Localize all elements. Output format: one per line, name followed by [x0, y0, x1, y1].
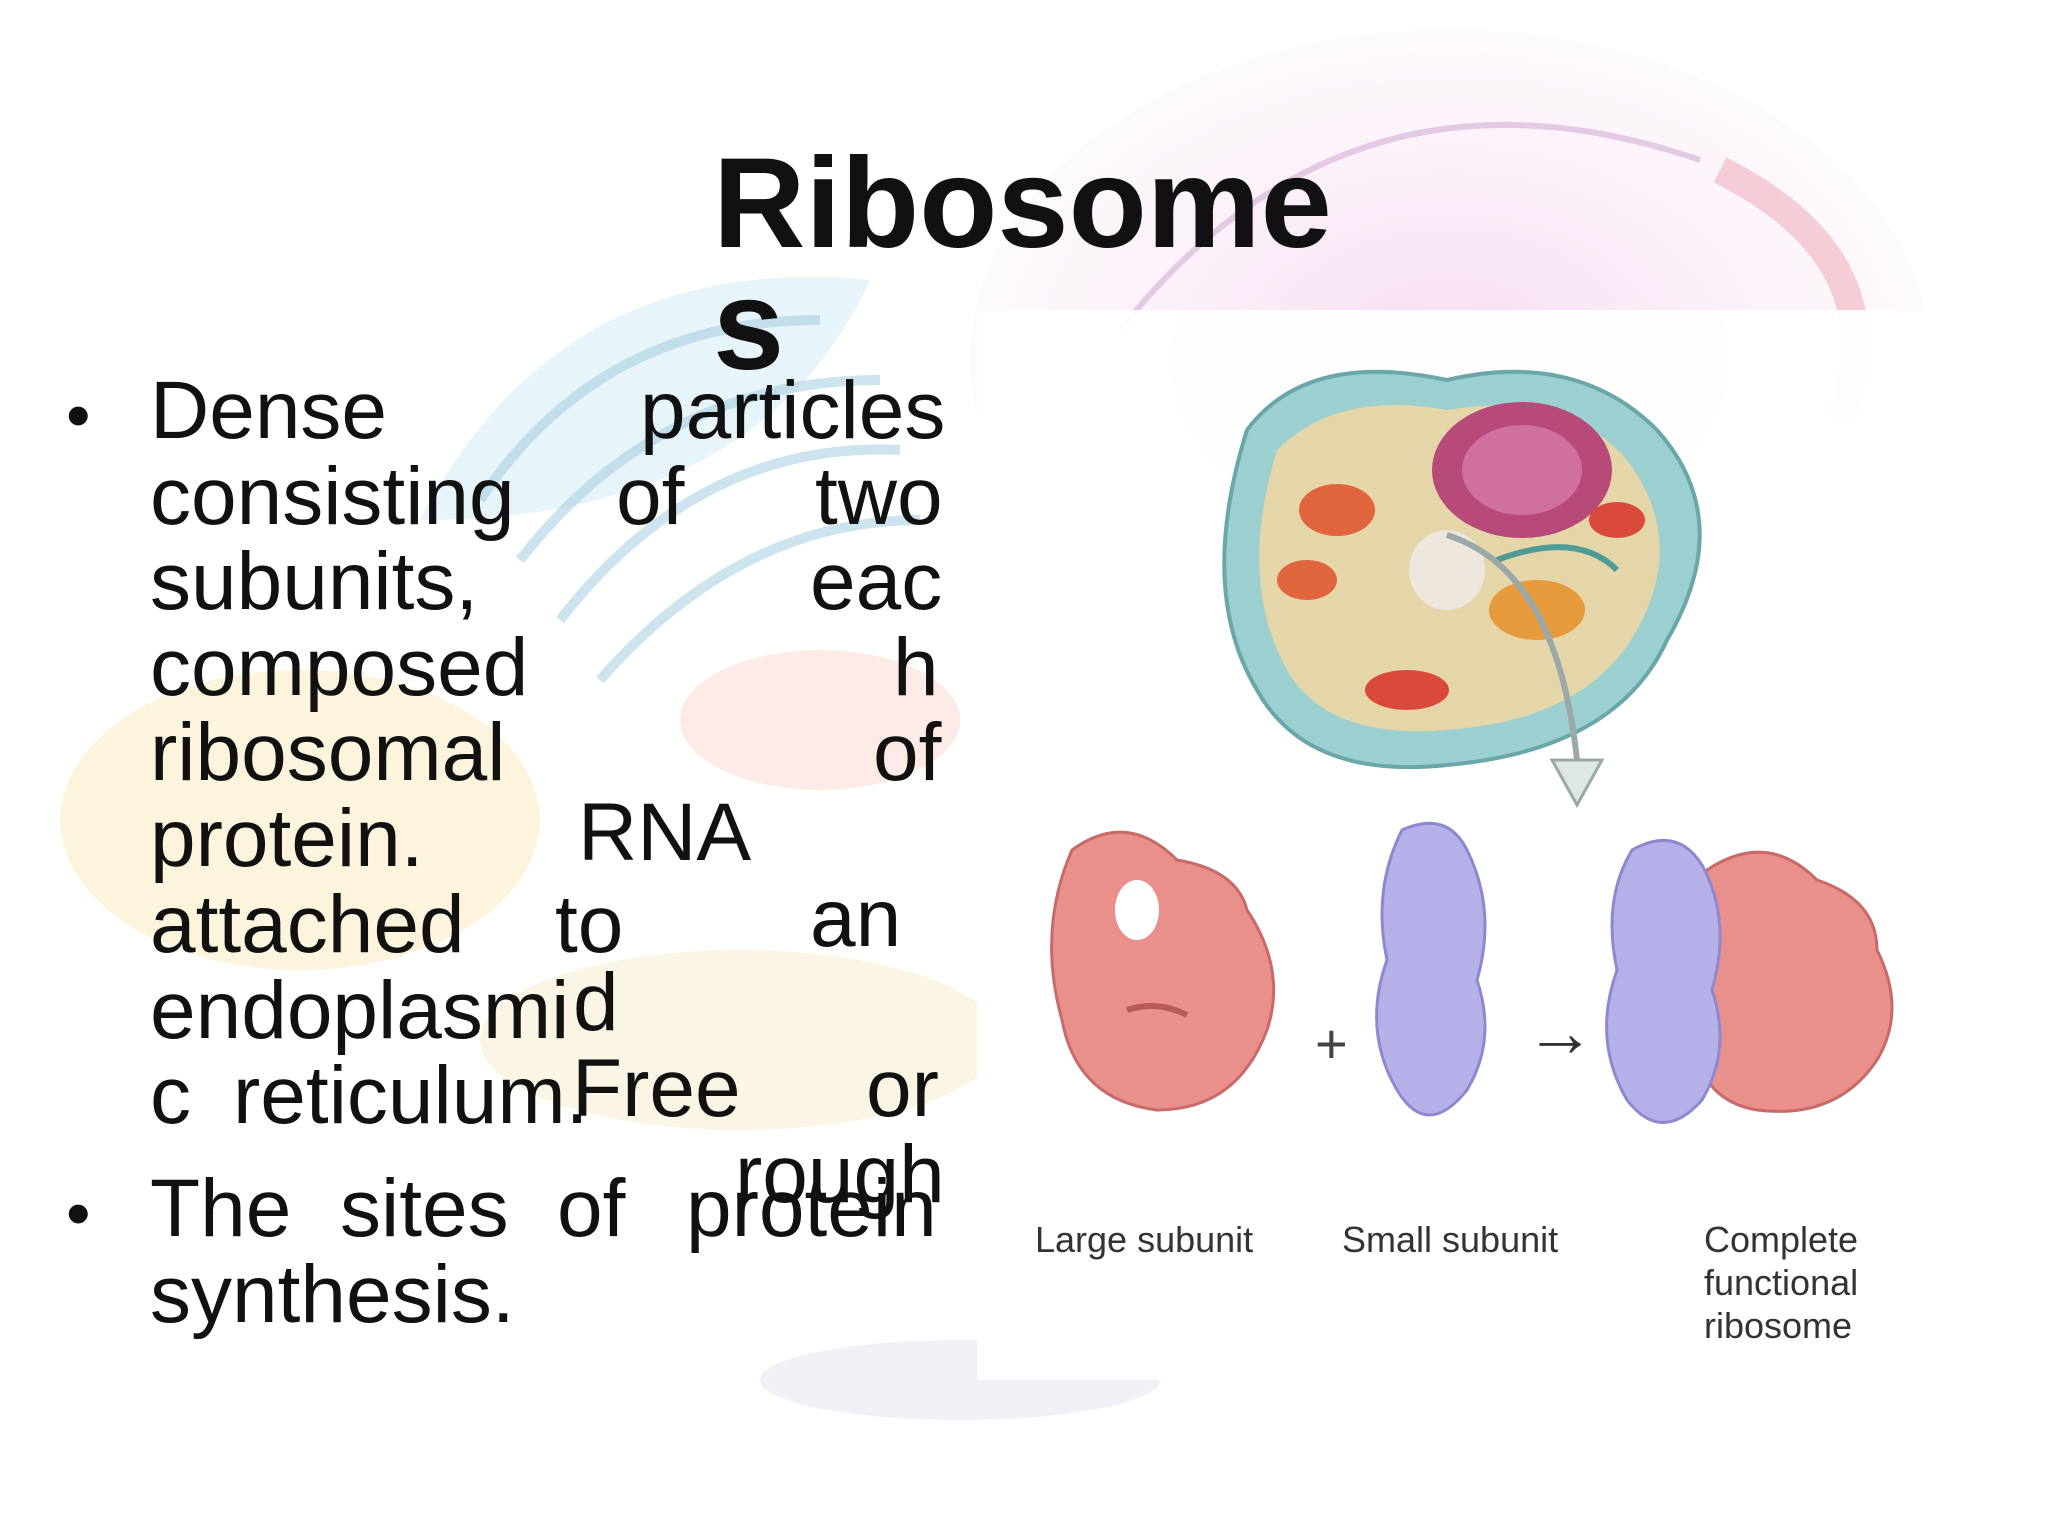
bullet1-word: to — [555, 879, 624, 970]
caption-small-subunit: Small subunit — [1342, 1219, 1559, 1260]
caption-complete-line3: ribosome — [1704, 1305, 1853, 1346]
bullet1-word: Free — [572, 1043, 741, 1134]
bullet1-word: c — [150, 1050, 191, 1141]
ribosome-figure: + → Large subunit Small subunit Complete… — [977, 310, 2027, 1380]
bullet2-word: sites — [340, 1163, 509, 1254]
bullet1-word: composed — [150, 622, 529, 713]
bullet1-word: h — [893, 622, 939, 713]
bullet1-word: eac — [810, 536, 943, 627]
bullet1-word: protein. — [150, 793, 424, 884]
bullet2-word: of — [557, 1163, 626, 1254]
bullet1-word: of — [616, 451, 685, 542]
caption-complete-line2: functional — [1704, 1262, 1859, 1303]
bullet-marker-2: • — [66, 1174, 91, 1252]
bullet1-word: particles — [640, 365, 946, 456]
bullet1-word: rough — [735, 1129, 945, 1220]
slide-title-line1: Ribosome — [713, 132, 1332, 275]
bullet1-word: endoplasmi — [150, 965, 570, 1056]
arrow-symbol: → — [1525, 993, 1595, 1071]
bullet2-word: The — [150, 1163, 292, 1254]
cell-illustration — [1222, 369, 1702, 770]
bullet1-word: RNA — [578, 787, 752, 878]
caption-complete-line1: Complete — [1704, 1219, 1859, 1260]
slide-title-line2: s — [713, 254, 785, 397]
complete-ribosome-shape — [1605, 838, 1894, 1124]
bullet1-word: of — [873, 707, 942, 798]
bullet1-word: d — [573, 957, 619, 1048]
large-subunit-shape — [1050, 830, 1276, 1112]
bullet1-word: an — [810, 873, 902, 964]
bullet1-word: attached — [150, 879, 465, 970]
bullet1-word: subunits, — [150, 536, 479, 627]
caption-large-subunit: Large subunit — [1035, 1219, 1254, 1260]
bullet1-word: ribosomal — [150, 707, 506, 798]
small-subunit-shape — [1375, 821, 1487, 1117]
plus-symbol: + — [1315, 1012, 1348, 1075]
bullet1-word: Dense — [150, 365, 388, 456]
bullet1-word: consisting — [150, 451, 515, 542]
bullet-marker-1: • — [66, 376, 91, 454]
bullet1-word: two — [815, 451, 943, 542]
ribosome-diagram — [977, 310, 2027, 1380]
bullet2-word: protein — [686, 1163, 937, 1254]
bullet2-word: synthesis. — [150, 1249, 515, 1340]
bullet1-word: reticulum. — [233, 1050, 589, 1141]
bullet1-word: or — [866, 1043, 939, 1134]
